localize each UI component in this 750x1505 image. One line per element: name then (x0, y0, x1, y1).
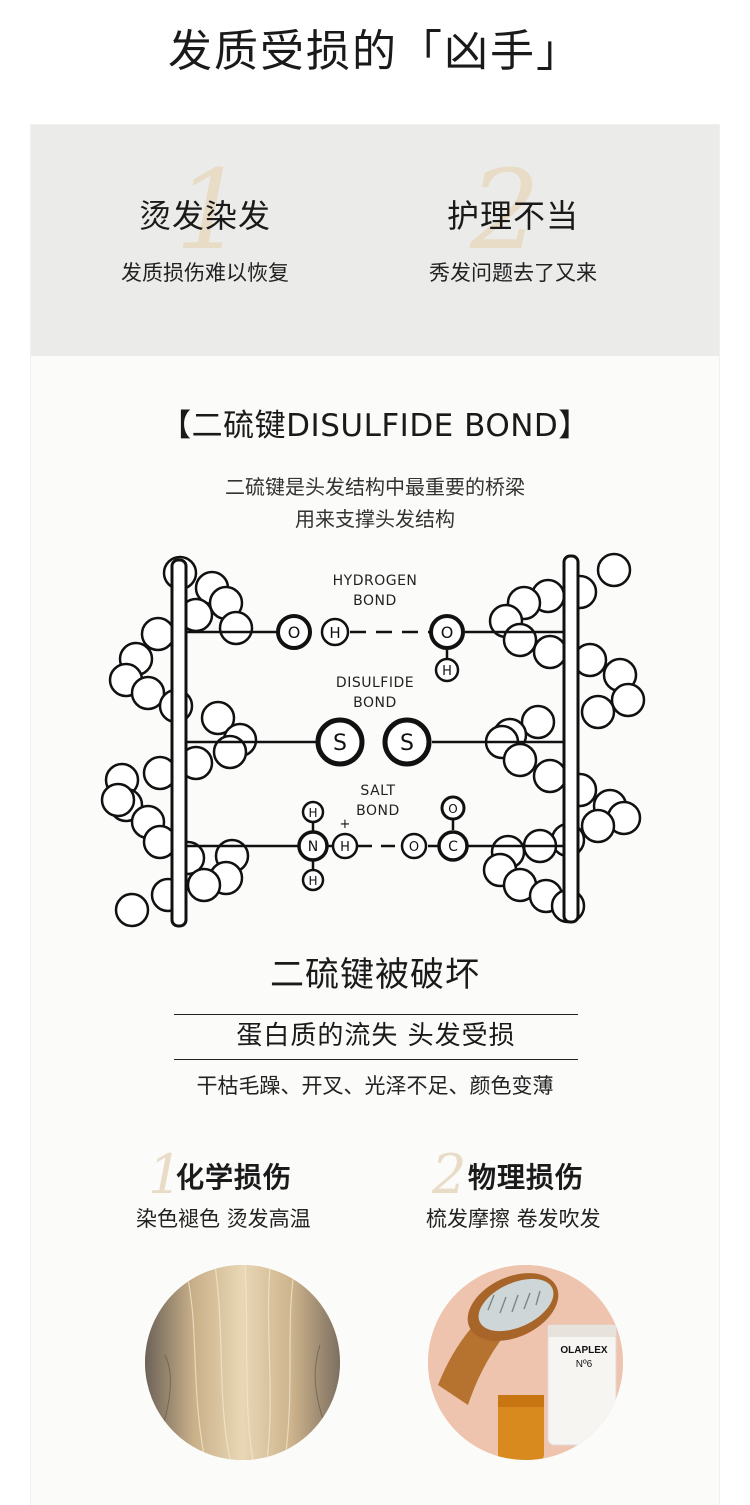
disulfide-s-left-label: S (333, 731, 347, 756)
salt-c-label: C (448, 839, 458, 855)
salt-o-top-label: O (448, 802, 457, 816)
divider-bottom (174, 1059, 578, 1060)
salt-bond-label-line-2: BOND (356, 803, 400, 819)
damage-1-title: 化学损伤 (176, 1161, 293, 1194)
product-number-label: Nº6 (575, 1359, 593, 1370)
divider-top (174, 1014, 578, 1015)
left-bead-24 (114, 892, 150, 928)
right-bead-14 (502, 742, 538, 778)
causes-band (31, 125, 719, 356)
disulfide-bond-label-line-2: BOND (353, 695, 397, 711)
left-bead-12 (212, 734, 248, 770)
cause-2-subtitle: 秀发问题去了又来 (429, 261, 597, 285)
damage-2-numeral: 2 (432, 1143, 467, 1206)
damage-1-subtitle: 染色褪色 烫发高温 (136, 1207, 311, 1231)
right-strand (562, 554, 580, 924)
section-title: 【二硫键DISULFIDE BOND】 (160, 408, 590, 444)
salt-plus-label: + (340, 817, 351, 832)
hydrogen-h-left-label: H (329, 624, 340, 642)
hydrogen-o-atom-left (276, 614, 312, 650)
salt-bond (186, 795, 564, 892)
damage-2-subtitle: 梳发摩擦 卷发吹发 (426, 1207, 601, 1231)
salt-n-label: N (308, 839, 318, 855)
right-bead-10 (580, 694, 616, 730)
disulfide-s-atom-left (315, 717, 365, 767)
left-bead-5 (140, 616, 176, 652)
salt-c-atom (437, 830, 469, 862)
damage-2-title: 物理损伤 (468, 1161, 585, 1194)
right-bead-15 (532, 758, 568, 794)
salt-h-atom-bottom (301, 868, 325, 892)
left-bead-3 (218, 610, 254, 646)
symptoms-text: 干枯毛躁、开叉、光泽不足、颜色变薄 (196, 1074, 554, 1098)
page-title: 发质受损的「凶手」 (168, 26, 582, 77)
cause-1-title: 烫发染发 (138, 197, 271, 235)
disulfide-bond-label-line-1: DISULFIDE (335, 675, 415, 691)
salt-h-atom-top (301, 800, 325, 824)
hydrogen-h-atom-bottom (434, 657, 460, 683)
hydrogen-bond-label-line-1: HYDROGEN (332, 573, 418, 589)
disulfide-s-right-label: S (400, 731, 414, 756)
right-bead-11 (520, 704, 556, 740)
right-bead-6 (532, 634, 568, 670)
salt-bond-label-line-1: SALT (360, 783, 396, 799)
hydrogen-o-left-label: O (288, 623, 301, 642)
hydrogen-h-atom-left (320, 617, 350, 647)
left-bead-25 (100, 782, 136, 818)
product-image: OLAPLEX Nº6 (428, 1265, 623, 1460)
hydrogen-o-right-label: O (441, 623, 454, 642)
left-strand (170, 558, 188, 928)
salt-h-top-label: H (308, 806, 317, 820)
right-bead-9 (610, 682, 646, 718)
bond-description-line-2: 用来支撑头发结构 (295, 507, 455, 531)
damaged-hair-image (145, 1265, 340, 1460)
hydrogen-o-atom-right (429, 614, 465, 650)
cause-1-numeral: 1 (175, 146, 245, 274)
left-bead-22 (186, 867, 222, 903)
hydrogen-bond-label-line-2: BOND (353, 593, 397, 609)
left-bead-10 (200, 700, 236, 736)
right-bead-19 (580, 808, 616, 844)
protein-loss-text: 蛋白质的流失 头发受损 (236, 1021, 516, 1051)
disulfide-s-atom-right (382, 717, 432, 767)
left-bead-8 (130, 675, 166, 711)
damage-1-numeral: 1 (148, 1143, 183, 1206)
broken-bond-title: 二硫键被破坏 (270, 955, 480, 995)
salt-h-bottom-label: H (308, 874, 317, 888)
salt-h-right-label: H (340, 840, 350, 855)
salt-o-atom-top (440, 795, 466, 821)
hydrogen-h-bottom-label: H (442, 664, 452, 679)
salt-o-left-label: O (409, 840, 419, 855)
salt-h-atom-right (331, 832, 359, 860)
hydrogen-bond (186, 614, 564, 683)
right-bead-5 (502, 622, 538, 658)
right-bead-0 (596, 552, 632, 588)
bond-diagram: O H O H S S H N H H + O O C (100, 552, 646, 928)
product-brand-label: OLAPLEX (560, 1345, 608, 1356)
cause-2-title: 护理不当 (446, 197, 579, 235)
cause-1-subtitle: 发质损伤难以恢复 (121, 261, 289, 285)
salt-n-atom (297, 830, 329, 862)
disulfide-bond (186, 717, 564, 767)
bond-description-line-1: 二硫键是头发结构中最重要的桥梁 (225, 475, 525, 499)
salt-o-atom-left (400, 832, 428, 860)
cause-2-numeral: 2 (470, 146, 540, 274)
